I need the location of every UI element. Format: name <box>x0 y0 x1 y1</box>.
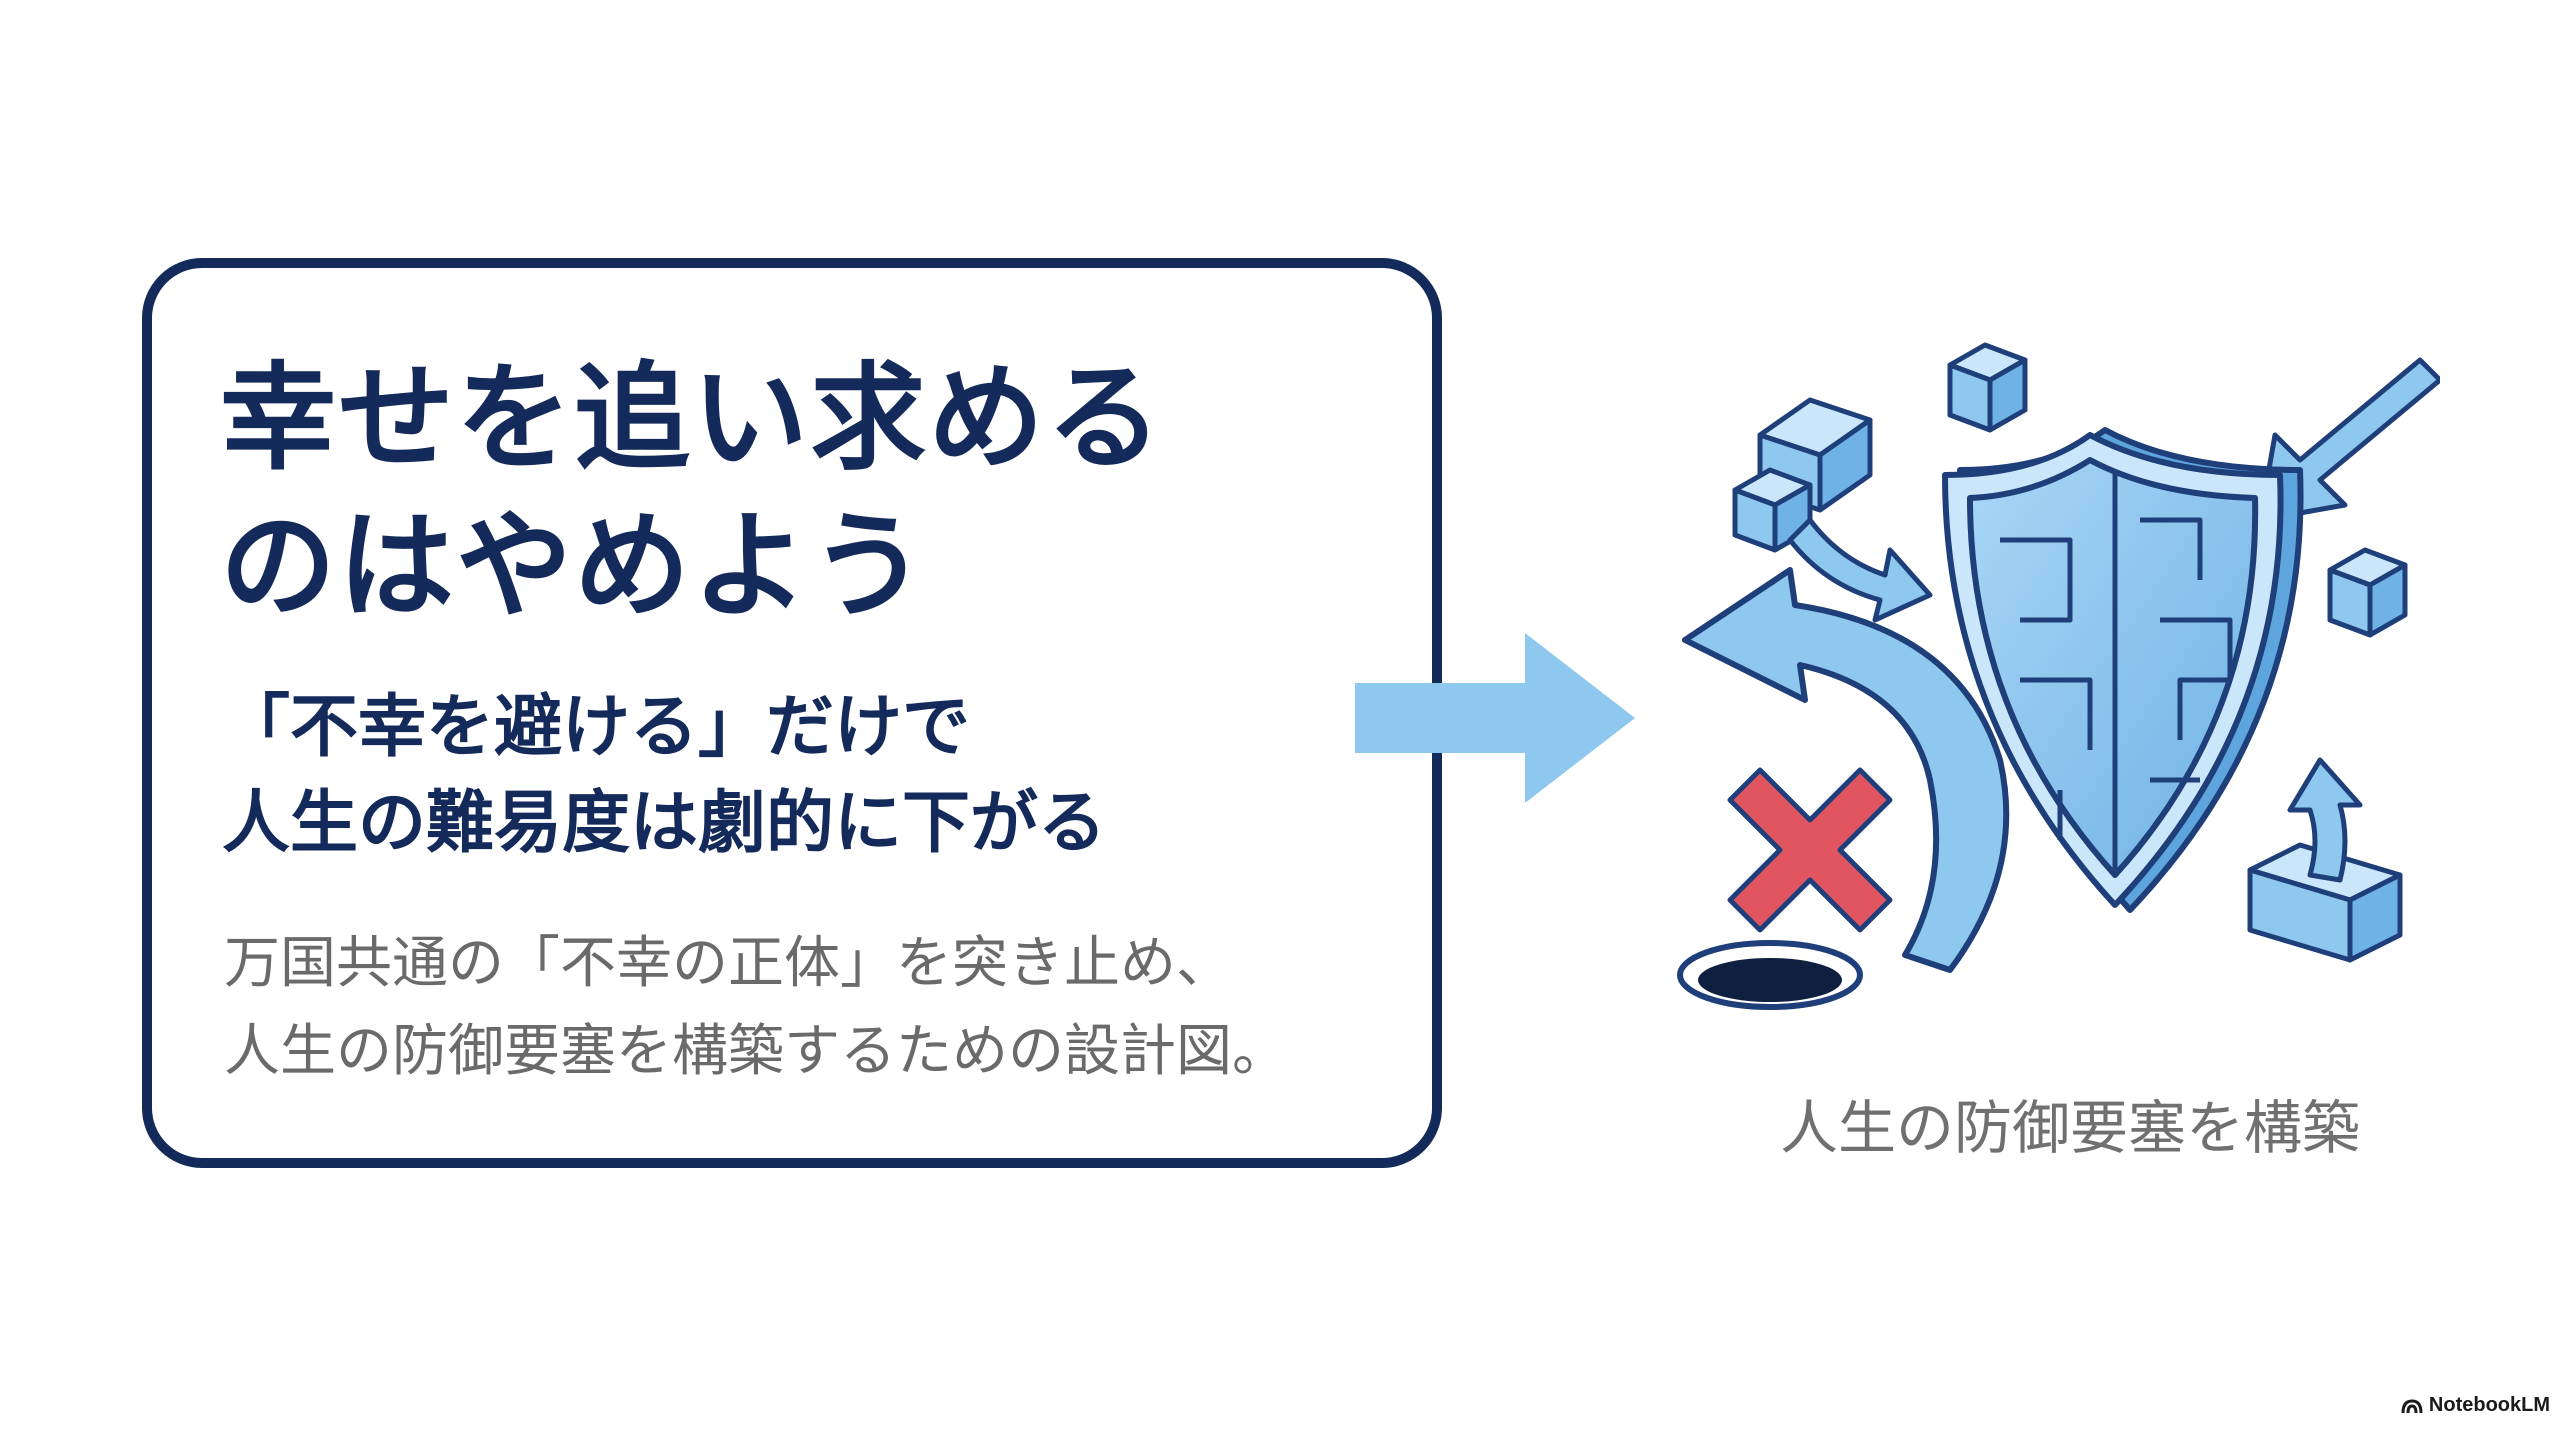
notebooklm-logo-icon <box>2401 1398 2423 1413</box>
arrow-icon <box>1682 567 2010 973</box>
pit-icon <box>1677 940 1863 1010</box>
cube-icon <box>1947 342 2028 433</box>
subheadline-line-1: 「不幸を避ける」だけで <box>222 688 971 767</box>
subheadline-line-2: 人生の難易度は劇的に下がる <box>222 784 1107 863</box>
text-card <box>142 258 1442 1168</box>
shield-icon <box>1942 427 2304 913</box>
cube-icon <box>1732 467 1813 553</box>
cross-icon <box>1727 767 1893 933</box>
body-text: 万国共通の「不幸の正体」を突き止め、 人生の防御要塞を構築するための設計図。 <box>224 920 1424 1096</box>
watermark-label: NotebookLM <box>2428 1394 2550 1416</box>
arrow-icon <box>2287 757 2363 883</box>
fortress-illustration <box>1677 342 2440 1010</box>
subheadline: 「不幸を避ける」だけで 人生の難易度は劇的に下がる <box>222 680 1422 872</box>
arrow-icon <box>1787 517 1933 623</box>
body-line-1: 万国共通の「不幸の正体」を突き止め、 <box>224 931 1232 996</box>
illustration-caption: 人生の防御要塞を構築 <box>1779 1094 2360 1162</box>
headline-line-1: 幸せを追い求める <box>220 351 1164 486</box>
headline: 幸せを追い求める のはやめよう <box>220 345 1420 641</box>
body-line-2: 人生の防御要塞を構築するための設計図。 <box>224 1019 1288 1084</box>
notebooklm-watermark: NotebookLM <box>2401 1394 2550 1417</box>
right-arrow-icon <box>1355 633 1635 803</box>
headline-line-2: のはやめよう <box>220 499 928 634</box>
cube-icon <box>2327 547 2408 638</box>
